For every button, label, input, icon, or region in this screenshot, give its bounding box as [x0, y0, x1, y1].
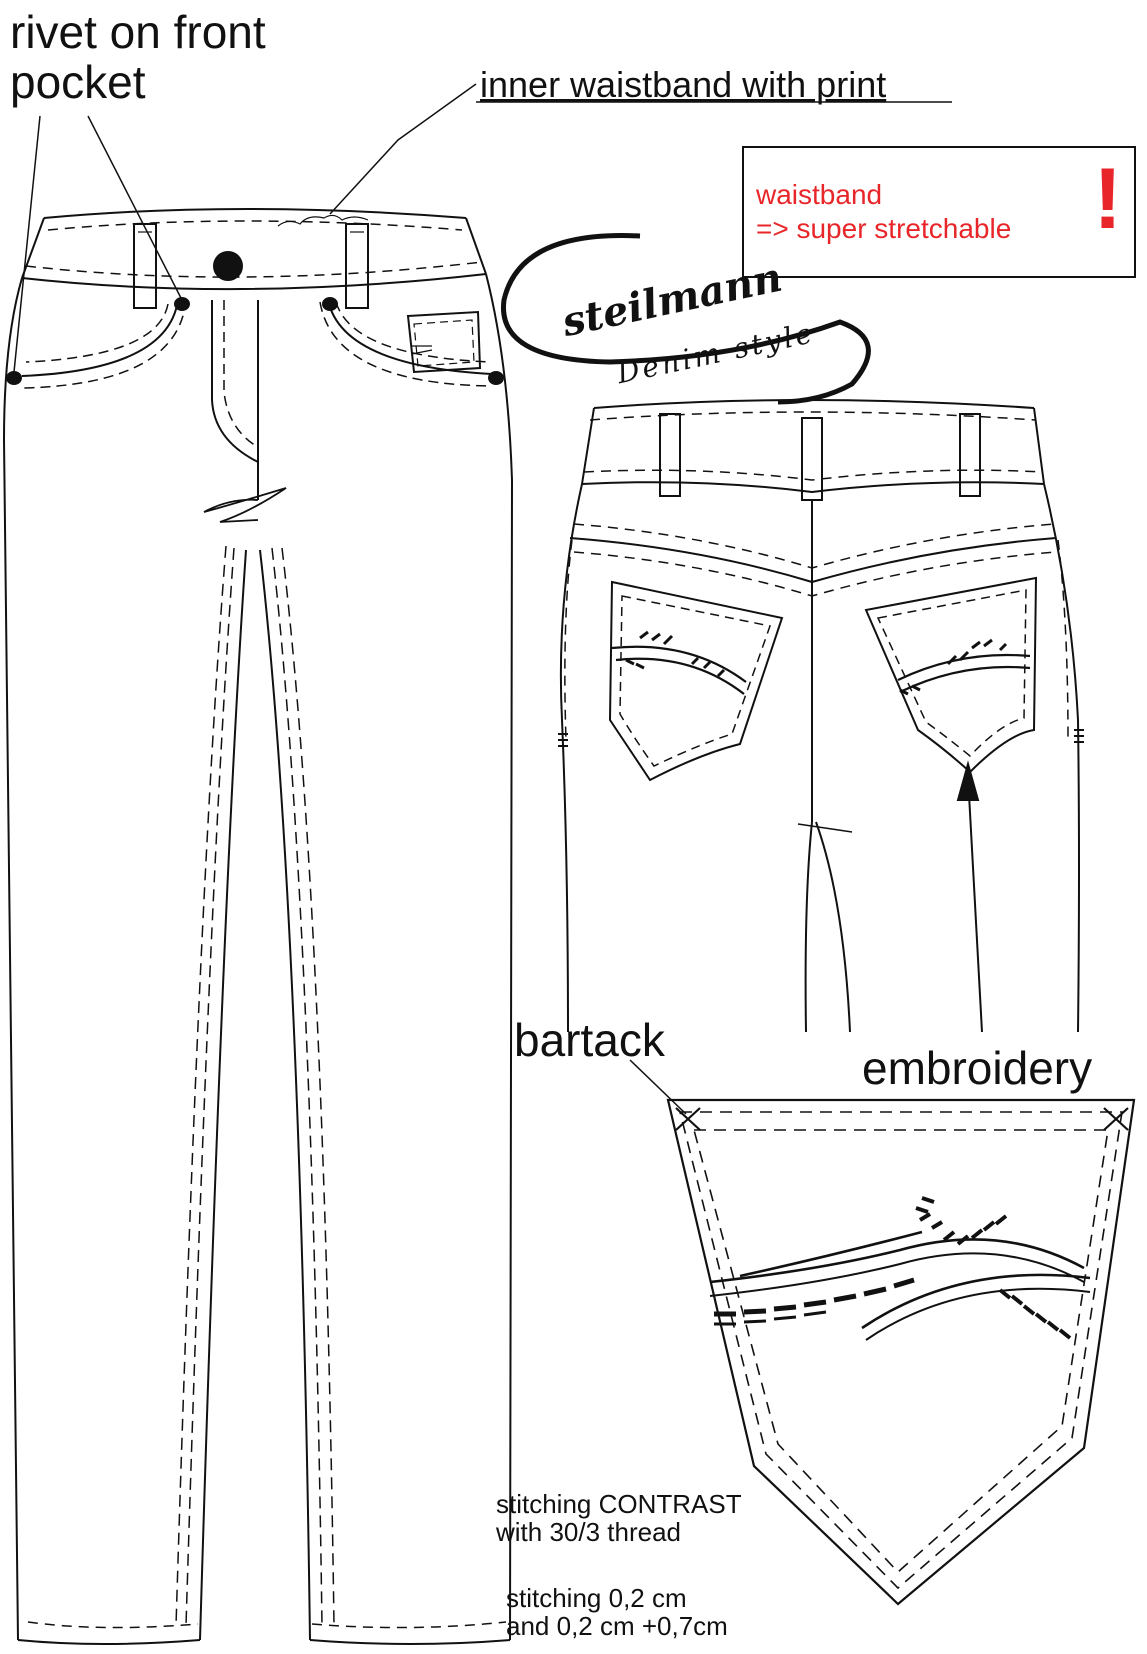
rivet-icon [322, 297, 338, 311]
pocket-detail [668, 1100, 1134, 1604]
rivet-icon [488, 371, 504, 385]
embroidery-label: embroidery [862, 1042, 1093, 1094]
rivet-leader-line [14, 116, 40, 372]
warning-icon: ! [1093, 151, 1122, 247]
button-icon [213, 251, 243, 281]
stitching-contrast-note: stitching CONTRAST with 30/3 thread [496, 1489, 742, 1548]
inner-waistband-label: inner waistband with print [480, 64, 887, 105]
brand-swoosh [503, 236, 868, 402]
rivet-leader-line [88, 116, 182, 300]
stitching-width-note: stitching 0,2 cm and 0,2 cm +0,7cm [506, 1583, 728, 1642]
front-view [4, 209, 512, 1644]
rivet-label: rivet on front pocket [10, 6, 266, 108]
rivet-icon [174, 297, 190, 311]
notice-box: waistband => super stretchable ! [742, 146, 1136, 278]
waistband-leader-line [330, 84, 476, 214]
bartack-label: bartack [514, 1014, 665, 1066]
notice-text: waistband => super stretchable [756, 179, 1012, 245]
rivet-icon [6, 371, 22, 385]
back-view [558, 400, 1084, 1114]
